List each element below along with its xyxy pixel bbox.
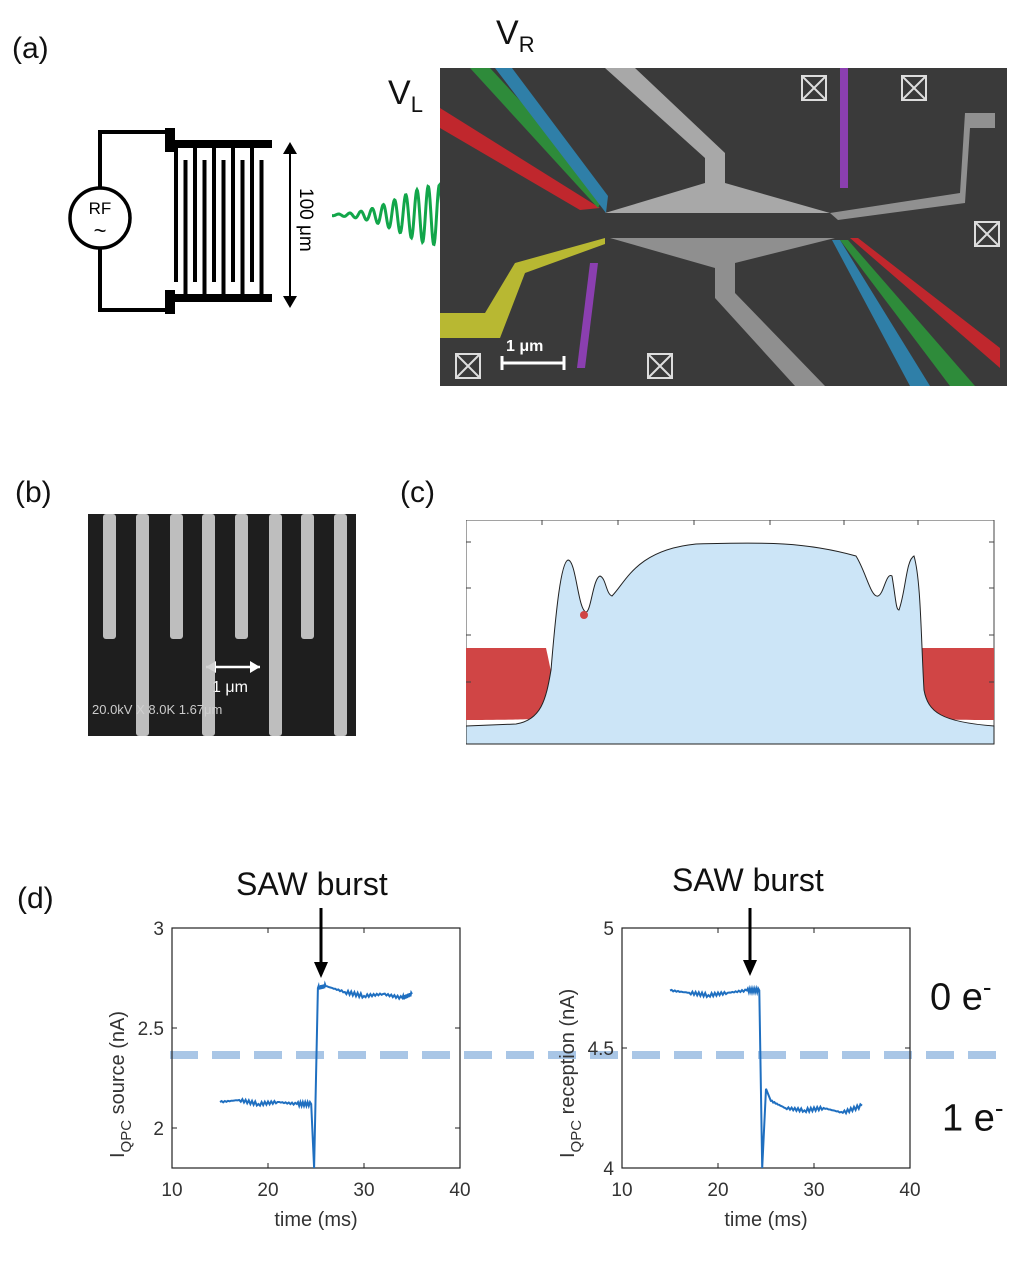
x-tick-label: 40 [899, 1180, 920, 1201]
arrow-left-head [314, 962, 328, 978]
idt-electrode [301, 514, 314, 639]
device-sem-image: 1 μm [440, 68, 1007, 386]
rf-source-symbol [68, 186, 132, 250]
gate-green-right [840, 240, 975, 386]
gate-blue-right [832, 240, 930, 386]
potential-profile-plot [466, 520, 995, 745]
panel-label-a: (a) [12, 32, 49, 65]
ohmic-contacts [455, 75, 1000, 379]
plot-frame [171, 927, 461, 1169]
saw-burst-label-right: SAW burst [672, 862, 824, 898]
rf-source-label: RF [89, 199, 112, 218]
x-tick-label: 40 [449, 1180, 470, 1201]
panel-d-plots: 10 20 30 40 2 2.5 3 time (ms) IQPC source (nA) 1… [107, 908, 1000, 1231]
gate-purple-left [577, 263, 598, 368]
y-tick-label: 3 [153, 919, 164, 940]
gate-right-top [830, 113, 995, 220]
idt-finger [202, 160, 207, 296]
y-axis-label: IQPC reception (nA) [557, 989, 585, 1158]
idt-electrode [269, 514, 282, 736]
y-tick-label: 2.5 [138, 1019, 164, 1040]
idt-electrode [136, 514, 149, 736]
panel-label-c: (c) [400, 476, 435, 509]
gate-top-center [605, 68, 830, 213]
idt-finger [193, 146, 197, 282]
panel-label-d: (d) [17, 882, 54, 915]
potential-landscape [466, 542, 995, 745]
gate-purple-right [840, 68, 848, 188]
y-tick-label: 5 [603, 919, 614, 940]
idt-finger [259, 160, 264, 296]
plot-left: 10 20 30 40 2 2.5 3 time (ms) IQPC source (nA) [107, 919, 471, 1231]
idt-electrode [235, 514, 248, 639]
rf-tilde: ~ [94, 218, 107, 243]
scale-bar-label: 1 μm [506, 338, 543, 355]
vl-label: VL [388, 74, 423, 117]
frame-ticks [466, 520, 994, 683]
idt-electrode [103, 514, 116, 639]
gate-blue-left [495, 68, 608, 213]
x-tick-label: 10 [611, 1180, 632, 1201]
idt-finger [212, 146, 216, 282]
idt-sem-image: 1 μm 20.0kV X 8.0K 1.67μm [88, 514, 356, 736]
x-axis-label: time (ms) [274, 1209, 357, 1231]
y-tick-label: 4.5 [588, 1039, 614, 1060]
idt-finger [221, 160, 226, 296]
idt-size-label: 100 μm [295, 188, 316, 252]
y-tick-label: 2 [153, 1119, 164, 1140]
device-gates: 1 μm [440, 68, 1000, 386]
x-axis-label: time (ms) [724, 1209, 807, 1231]
trapped-electron [580, 611, 588, 619]
state-zero-label: 0 e- [930, 972, 992, 1019]
idt-fingers [174, 146, 264, 296]
gate-yellow [440, 238, 605, 338]
idt-circuit-diagram: RF ~ 100 μm [68, 128, 316, 314]
x-tick-label: 20 [707, 1180, 728, 1201]
idt-electrode [334, 514, 347, 736]
gate-red-left [440, 108, 600, 210]
idt-electrode [202, 514, 215, 736]
idt-sem-scale-label: 1 μm [212, 679, 248, 696]
x-tick-label: 30 [803, 1180, 824, 1201]
state-one-label: 1 e- [942, 1093, 1004, 1140]
idt-bottom-bus [168, 294, 272, 302]
x-tick-label: 10 [161, 1180, 182, 1201]
x-tick-label: 30 [353, 1180, 374, 1201]
gate-bottom-center [610, 238, 835, 386]
idt-finger [231, 146, 235, 282]
plot-right: 10 20 30 40 4 4.5 5 time (ms) IQPC reception (nA… [557, 919, 921, 1231]
y-axis-label: IQPC source (nA) [107, 1011, 135, 1158]
plot-frame [621, 927, 911, 1169]
idt-top-bus [168, 140, 272, 148]
idt-finger [250, 146, 254, 282]
gate-green-left [470, 68, 605, 208]
panel-label-b: (b) [15, 476, 52, 509]
sem-info-text: 20.0kV X 8.0K 1.67μm [92, 702, 222, 717]
data-series-line [219, 980, 413, 1169]
vr-label: VR [496, 14, 535, 57]
x-tick-label: 20 [257, 1180, 278, 1201]
idt-finger [240, 160, 245, 296]
idt-finger [174, 146, 178, 282]
gate-red-right [850, 238, 1000, 368]
arrow-right-head [743, 960, 757, 976]
data-series-line [669, 984, 863, 1169]
y-tick-label: 4 [603, 1159, 614, 1180]
idt-finger [183, 160, 188, 296]
saw-burst-label-left: SAW burst [236, 866, 388, 902]
idt-electrode [170, 514, 183, 639]
electron-sea-left [466, 648, 564, 720]
